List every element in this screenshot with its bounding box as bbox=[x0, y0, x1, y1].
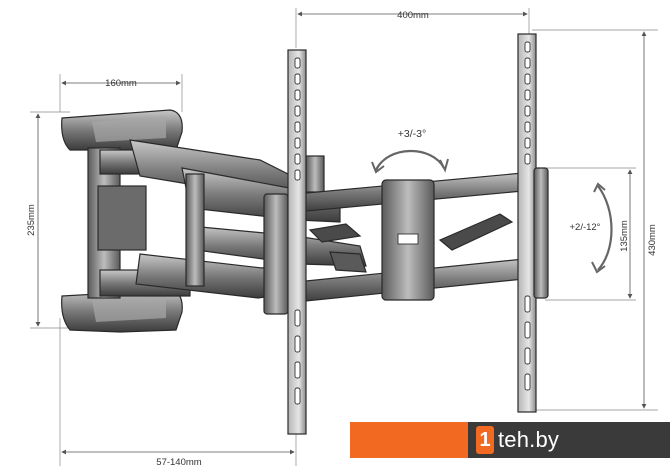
wall-plate bbox=[61, 109, 191, 333]
tilt-label: +2/-12° bbox=[569, 222, 600, 233]
right-height-label: 430mm bbox=[647, 224, 658, 256]
swivel-label: +3/-3° bbox=[398, 128, 426, 140]
brand-name: teh.by bbox=[498, 427, 560, 452]
cross-bar bbox=[295, 171, 535, 303]
inner-height-label: 135mm bbox=[619, 220, 630, 252]
brand-watermark: 1 teh.by bbox=[350, 422, 670, 458]
dimension-right-height: 430mm bbox=[532, 29, 658, 411]
right-vertical-rail bbox=[517, 33, 549, 413]
dimension-extension: 57-140mm bbox=[59, 318, 297, 468]
tilt-annotation: +2/-12° bbox=[569, 182, 613, 274]
dimension-left-height: 235mm bbox=[26, 111, 70, 329]
left-vertical-rail bbox=[287, 49, 307, 435]
dimension-inner-height: 135mm bbox=[545, 167, 636, 301]
brand-accent-bar bbox=[350, 422, 468, 458]
brand-box: 1 teh.by bbox=[468, 422, 670, 458]
swivel-annotation: +3/-3° bbox=[371, 128, 449, 174]
brand-logo-mark: 1 bbox=[476, 426, 494, 454]
left-height-label: 235mm bbox=[26, 204, 37, 236]
arm-width-label: 160mm bbox=[105, 78, 137, 89]
extension-label: 57-140mm bbox=[156, 457, 201, 468]
dimension-arm-width: 160mm bbox=[59, 74, 183, 112]
top-width-label: 400mm bbox=[397, 10, 429, 21]
dimension-top-width: 400mm bbox=[295, 8, 530, 48]
